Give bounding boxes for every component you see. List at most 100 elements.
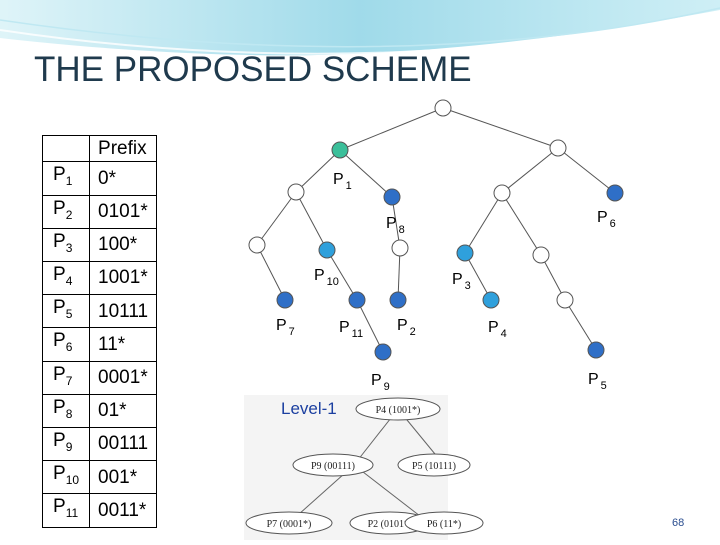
trie-edge — [256, 191, 297, 246]
page-title: THE PROPOSED SCHEME — [34, 50, 472, 89]
trie-edge — [464, 252, 492, 301]
inset-node: P7 (0001*) — [245, 511, 333, 535]
trie-node-rlr — [532, 246, 550, 264]
trie-edge — [442, 107, 559, 149]
prefix-value: 1001* — [89, 261, 158, 295]
trie-edge — [501, 147, 559, 194]
trie-edge — [564, 299, 597, 351]
trie-node-llr — [318, 241, 336, 259]
trie-node-rll — [456, 244, 474, 262]
inset-node-label: P7 (0001*) — [267, 519, 312, 530]
inset-node-label: P6 (11*) — [427, 519, 461, 530]
prefix-name: P11 — [41, 493, 91, 528]
trie-node-p9 — [374, 343, 392, 361]
prefix-name: P10 — [41, 460, 91, 494]
inset-node: P6 (11*) — [404, 511, 484, 535]
prefix-value: 10111 — [89, 294, 158, 328]
inset-node-label: P2 (0101*) — [368, 519, 413, 530]
trie-edge — [391, 196, 401, 249]
trie-node-rr — [606, 184, 624, 202]
trie-edges — [256, 107, 616, 353]
trie-edge — [295, 191, 328, 251]
inset-tree: P4 (1001*) P9 (00111) P5 (10111) P7 (0001*)… — [245, 397, 484, 535]
trie-node-llrx — [348, 291, 366, 309]
trie-node-lr — [383, 188, 401, 206]
prefix-name: P3 — [41, 227, 91, 262]
prefix-value: 0011* — [89, 493, 158, 528]
prefix-value: 001* — [89, 460, 158, 494]
prefix-name: P7 — [41, 360, 91, 395]
trie-node-rllx — [482, 291, 500, 309]
trie-edge — [397, 247, 401, 301]
header-empty — [41, 134, 91, 162]
prefix-value: 0* — [89, 161, 158, 196]
prefix-name: P1 — [41, 161, 91, 196]
trie-node-p5 — [587, 341, 605, 359]
level-label: Level-1 — [281, 399, 337, 418]
page-number: 68 — [672, 517, 685, 529]
header-banner — [0, 0, 720, 62]
prefix-name: P5 — [41, 294, 91, 328]
trie-edge — [326, 249, 358, 301]
inset-node-label: P5 (10111) — [412, 461, 456, 472]
prefix-value: 100* — [89, 227, 158, 262]
trie-node-rlrx — [556, 291, 574, 309]
inset-node: P5 (10111) — [397, 453, 471, 477]
trie-node-l1 — [331, 141, 349, 159]
inset-node: P9 (00111) — [292, 453, 374, 477]
trie-edge — [501, 192, 542, 256]
prefix-name: P6 — [41, 327, 91, 362]
prefix-value: 11* — [89, 327, 158, 362]
prefix-name: P2 — [41, 194, 91, 229]
trie-node-root — [434, 99, 452, 117]
level-1-tree-inset: P4 (1001*) P9 (00111) P5 (10111) P7 (0001*)… — [244, 395, 484, 540]
table-header-row: Prefix — [41, 134, 158, 162]
trie-node-rl — [493, 184, 511, 202]
inset-node-label: P9 (00111) — [311, 461, 355, 472]
trie-node-lrl — [391, 239, 409, 257]
trie-node-ll — [287, 183, 305, 201]
trie-edge — [256, 244, 286, 301]
header-prefix: Prefix — [89, 134, 158, 162]
trie-edge — [464, 192, 503, 254]
prefix-name: P8 — [41, 393, 91, 428]
inset-node-label: P4 (1001*) — [376, 405, 421, 416]
trie-node-lll — [248, 236, 266, 254]
prefix-value: 0101* — [89, 194, 158, 229]
prefix-value: 0001* — [89, 360, 158, 395]
prefix-value: 00111 — [89, 427, 158, 461]
trie-edge — [557, 147, 616, 194]
trie-node-lllx — [276, 291, 294, 309]
trie-node-r1 — [549, 139, 567, 157]
trie-edge — [339, 107, 444, 151]
trie-node-lrlx — [389, 291, 407, 309]
trie-edge — [295, 149, 341, 193]
prefix-value: 01* — [89, 393, 158, 428]
inset-node: P4 (1001*) — [355, 397, 441, 421]
